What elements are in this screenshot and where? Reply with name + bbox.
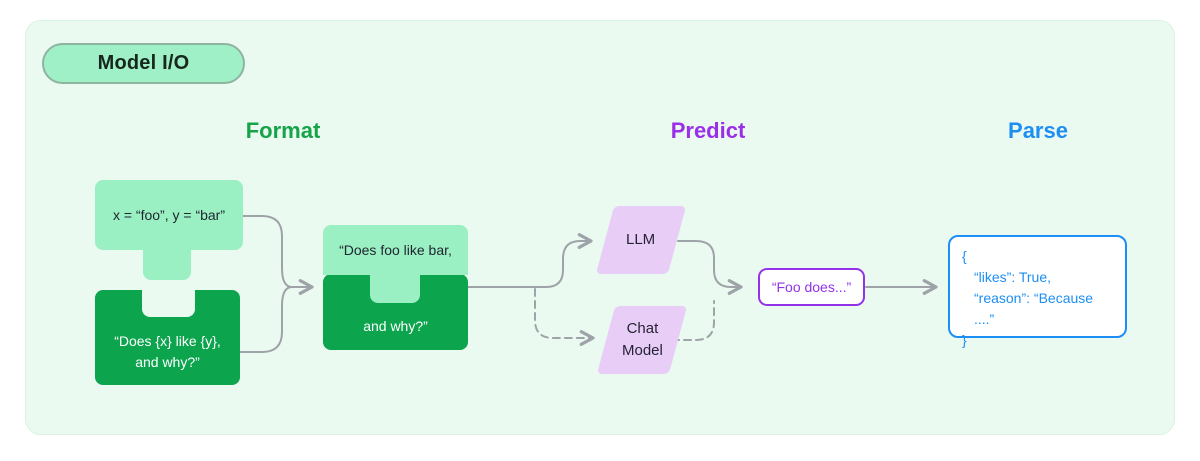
model-io-badge-label: Model I/O [97,52,190,74]
parsed-result-box: { “likes”: True, “reason”: “Because ....… [948,235,1127,348]
prompt-template-piece-notch [142,290,195,317]
prompt-template-line2: and why?” [135,354,200,370]
stage-header-format: Format [245,118,321,143]
prompt-template-line1: “Does {x} like {y}, [114,333,221,349]
formatted-prompt-piece-top: “Does foo like bar, [323,225,468,275]
model-output-box: “Foo does...” [758,268,865,306]
parse-line-open-brace: { [962,248,967,264]
parse-line-close-brace: } [962,332,967,348]
input-values-piece-tab [143,250,191,280]
parse-line-reason: “reason”: “Because ....” [974,290,1094,327]
formatted-prompt-piece-tab [370,275,420,303]
llm-label: LLM [626,231,656,248]
model-output-text: “Foo does...” [771,279,852,295]
chat-model-line1: Chat [626,320,658,337]
parse-line-likes: “likes”: True, [974,269,1052,285]
stage-header-parse: Parse [1008,118,1068,143]
chat-model-line2: Model [621,342,663,359]
model-io-badge: Model I/O [42,43,245,84]
formatted-prompt-line1: “Does foo like bar, [339,242,452,258]
input-values-text: x = “foo”, y = “bar” [112,207,226,223]
chat-model-label: Chat Model [622,318,663,362]
stage-header-predict: Predict [670,118,746,143]
input-values-piece: x = “foo”, y = “bar” [95,180,243,250]
formatted-prompt-line2: and why?” [363,318,428,334]
